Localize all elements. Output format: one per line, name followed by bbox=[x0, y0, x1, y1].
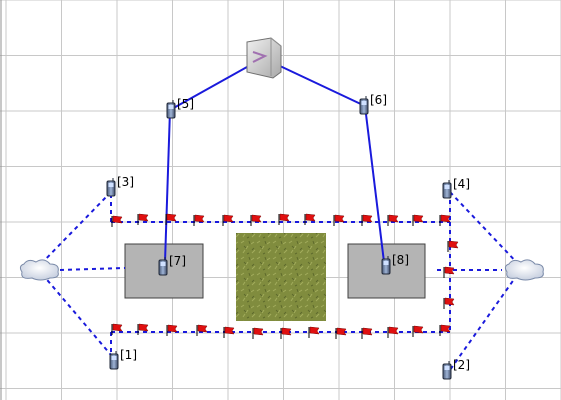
node-2[interactable]: [2] bbox=[442, 358, 470, 380]
flag-icon bbox=[111, 323, 123, 335]
phone-icon bbox=[158, 257, 168, 276]
node-7[interactable]: [7] bbox=[158, 254, 186, 276]
flag-icon bbox=[447, 240, 459, 252]
flag-icon bbox=[387, 214, 399, 226]
router-box-icon[interactable] bbox=[246, 37, 282, 79]
node-label: [5] bbox=[177, 97, 194, 111]
node-label: [4] bbox=[453, 177, 470, 191]
flag-icon bbox=[304, 213, 316, 225]
flag-icon bbox=[308, 326, 320, 338]
flag-icon bbox=[193, 214, 205, 226]
link-cloud-1 bbox=[36, 267, 112, 356]
flag-icon bbox=[443, 297, 455, 309]
flag-icon bbox=[361, 214, 373, 226]
flag-icon bbox=[278, 213, 290, 225]
link-3-cloud bbox=[36, 191, 112, 269]
flag-icon bbox=[443, 266, 455, 278]
flag-icon bbox=[387, 326, 399, 338]
link-5-7 bbox=[164, 109, 171, 263]
cloud-icon bbox=[504, 259, 544, 281]
node-1[interactable]: [1] bbox=[109, 348, 137, 370]
node-6[interactable]: [6] bbox=[359, 93, 387, 115]
flag-icon bbox=[166, 324, 178, 336]
flag-icon bbox=[165, 213, 177, 225]
flag-icon bbox=[412, 325, 424, 337]
link-cloud-2 bbox=[449, 267, 523, 371]
flag-icon bbox=[361, 327, 373, 339]
node-8[interactable]: [8] bbox=[381, 253, 409, 275]
node-label: [1] bbox=[120, 348, 137, 362]
node-label: [6] bbox=[370, 93, 387, 107]
node-4[interactable]: [4] bbox=[442, 177, 470, 199]
flag-icon bbox=[111, 215, 123, 227]
link-4-cloud bbox=[449, 191, 523, 269]
node-layer: [1] [2] [3] [4] [5] [6] [7] [8] bbox=[106, 93, 470, 380]
link-cloud-building bbox=[59, 267, 126, 271]
link-6-8 bbox=[364, 105, 385, 263]
node-label: [7] bbox=[169, 254, 186, 268]
flag-icon bbox=[250, 214, 262, 226]
phone-icon bbox=[109, 351, 119, 370]
flag-icon bbox=[412, 214, 424, 226]
flag-icon bbox=[439, 214, 451, 226]
phone-icon bbox=[166, 100, 176, 119]
node-5[interactable]: [5] bbox=[166, 97, 194, 119]
flag-icon bbox=[252, 327, 264, 339]
node-label: [8] bbox=[392, 253, 409, 267]
flag-icon bbox=[137, 213, 149, 225]
flag-icon bbox=[137, 323, 149, 335]
cloud-icon bbox=[19, 259, 59, 281]
flag-icon bbox=[439, 324, 451, 336]
phone-icon bbox=[381, 256, 391, 275]
grass-field-icon bbox=[236, 233, 326, 321]
phone-icon bbox=[106, 178, 116, 197]
flag-icon bbox=[335, 327, 347, 339]
node-label: [3] bbox=[117, 175, 134, 189]
flag-icon bbox=[333, 214, 345, 226]
flag-icon bbox=[223, 326, 235, 338]
flag-icon bbox=[222, 214, 234, 226]
phone-icon bbox=[442, 361, 452, 380]
flag-icon bbox=[196, 324, 208, 336]
node-label: [2] bbox=[453, 358, 470, 372]
phone-icon bbox=[359, 96, 369, 115]
phone-icon bbox=[442, 180, 452, 199]
flag-markers bbox=[111, 213, 459, 339]
node-3[interactable]: [3] bbox=[106, 175, 134, 197]
flag-icon bbox=[280, 327, 292, 339]
